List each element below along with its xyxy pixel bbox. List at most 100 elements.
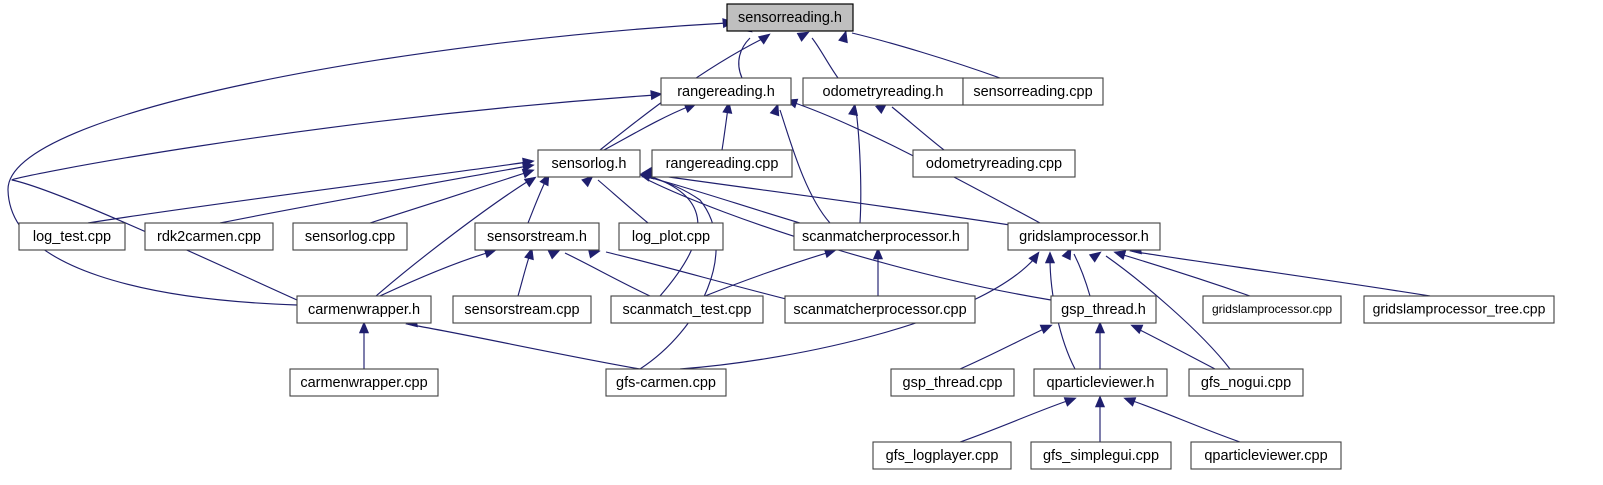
node-box-root[interactable] (726, 3, 854, 32)
node-label: sensorstream.h (487, 229, 587, 245)
node-box[interactable] (962, 77, 1104, 106)
edge-line (779, 109, 831, 224)
edge-arrowhead (1130, 324, 1144, 335)
node-label: carmenwrapper.h (308, 302, 420, 318)
graph-node-scanmatcherprocessor_cpp[interactable]: scanmatcherprocessor.cpp (784, 295, 976, 324)
graph-nodes-layer: sensorreading.h rangereading.h odometryrea… (18, 3, 1555, 470)
node-box[interactable] (1007, 222, 1161, 251)
node-box[interactable] (651, 149, 793, 178)
graph-node-gridslamprocessor_cpp[interactable]: gridslamprocessor.cpp (1202, 295, 1342, 324)
edge-gsp_thread_cpp-to-gsp_thread_h (959, 324, 1053, 370)
graph-node-gfs_logplayer_cpp[interactable]: gfs_logplayer.cpp (872, 441, 1012, 470)
graph-node-sensorlog_cpp[interactable]: sensorlog.cpp (292, 222, 408, 251)
edge-gfs_carmen_cpp-to-carmenwrapper_h (405, 317, 641, 370)
edge-line (1119, 253, 1251, 297)
edge-arrowhead (1028, 251, 1040, 265)
node-box[interactable] (660, 77, 792, 106)
edge-gfs_logplayer_cpp-to-qparticleviewer_h (959, 397, 1077, 443)
edge-gsp_thread_h-to-gridslamprocessor_h (1061, 247, 1091, 297)
node-box[interactable] (18, 222, 126, 251)
edge-arrowhead (524, 247, 534, 261)
node-box[interactable] (1188, 368, 1304, 397)
edge-line (959, 327, 1047, 370)
graph-node-gfs_nogui_cpp[interactable]: gfs_nogui.cpp (1188, 368, 1304, 397)
graph-node-gridslamprocessor_h[interactable]: gridslamprocessor.h (1007, 222, 1161, 251)
node-box[interactable] (890, 368, 1015, 397)
graph-node-odometryreading_h[interactable]: odometryreading.h (802, 77, 964, 106)
edge-line (87, 161, 529, 224)
node-box[interactable] (872, 441, 1012, 470)
node-box[interactable] (296, 295, 432, 324)
graph-node-gfs_carmen_cpp[interactable]: gfs-carmen.cpp (605, 368, 727, 397)
graph-node-gfs_simplegui_cpp[interactable]: gfs_simplegui.cpp (1030, 441, 1172, 470)
edge-carmenwrapper_h-to-sensorstream_h (379, 248, 497, 297)
node-box[interactable] (912, 149, 1076, 178)
node-box[interactable] (1363, 295, 1555, 324)
edge-arrowhead (796, 31, 810, 42)
graph-node-odometryreading_cpp[interactable]: odometryreading.cpp (912, 149, 1076, 178)
graph-node-sensorlog_h[interactable]: sensorlog.h (537, 149, 641, 178)
node-box[interactable] (289, 368, 439, 397)
edge-line (564, 252, 651, 297)
graph-node-qparticleviewer_cpp[interactable]: qparticleviewer.cpp (1190, 441, 1342, 470)
edge-line (219, 165, 529, 224)
node-box[interactable] (537, 149, 641, 178)
node-box[interactable] (1190, 441, 1342, 470)
node-box[interactable] (618, 222, 724, 251)
graph-node-carmenwrapper_h[interactable]: carmenwrapper.h (296, 295, 432, 324)
graph-node-rdk2carmen_cpp[interactable]: rdk2carmen.cpp (144, 222, 274, 251)
graph-node-sensorreading_h[interactable]: sensorreading.h (726, 3, 854, 32)
graph-node-gsp_thread_h[interactable]: gsp_thread.h (1050, 295, 1157, 324)
edge-arrowhead (872, 247, 884, 260)
edge-line (605, 251, 791, 301)
edge-rangereading_cpp-to-rangereading_h (721, 101, 733, 151)
graph-node-carmenwrapper_cpp[interactable]: carmenwrapper.cpp (289, 368, 439, 397)
graph-edges-layer (7, 18, 1431, 443)
edge-log_test_cpp-to-sensorlog_h (87, 157, 535, 224)
edge-line (1129, 399, 1241, 443)
graph-node-scanmatch_test_cpp[interactable]: scanmatch_test.cpp (610, 295, 764, 324)
edge-arrowhead (1094, 321, 1106, 334)
node-box[interactable] (802, 77, 964, 106)
graph-node-sensorstream_h[interactable]: sensorstream.h (474, 222, 600, 251)
edge-scanmatcherprocessor_cpp-to-scanmatcherprocessor_h (872, 247, 884, 296)
edge-carmenwrapper_h-to-sensorlog_h (375, 176, 537, 297)
edge-line (738, 37, 751, 79)
node-label: gridslamprocessor.cpp (1212, 302, 1332, 316)
node-box[interactable] (452, 295, 592, 324)
edge-line (379, 251, 491, 297)
node-box[interactable] (793, 222, 969, 251)
node-box[interactable] (610, 295, 764, 324)
graph-node-sensorreading_cpp[interactable]: sensorreading.cpp (962, 77, 1104, 106)
node-box[interactable] (144, 222, 274, 251)
edge-gridslamprocessor_cpp-to-gridslamprocessor_h (1113, 250, 1251, 297)
node-box[interactable] (605, 368, 727, 397)
graph-node-log_plot_cpp[interactable]: log_plot.cpp (618, 222, 724, 251)
graph-node-log_test_cpp[interactable]: log_test.cpp (18, 222, 126, 251)
node-box[interactable] (1033, 368, 1168, 397)
graph-node-scanmatcherprocessor_h[interactable]: scanmatcherprocessor.h (793, 222, 969, 251)
edge-gfs_simplegui_cpp-to-qparticleviewer_h (1094, 395, 1106, 443)
edge-arrowhead (848, 103, 859, 116)
graph-node-qparticleviewer_h[interactable]: qparticleviewer.h (1033, 368, 1168, 397)
graph-node-gsp_thread_cpp[interactable]: gsp_thread.cpp (890, 368, 1015, 397)
edge-line (721, 107, 729, 151)
edge-scanmatcherprocessor_h-to-sensorlog_h (641, 169, 801, 224)
node-box[interactable] (1050, 295, 1157, 324)
graph-node-rangereading_h[interactable]: rangereading.h (660, 77, 792, 106)
graph-node-sensorstream_cpp[interactable]: sensorstream.cpp (452, 295, 592, 324)
node-box[interactable] (784, 295, 976, 324)
graph-node-gridslamprocessor_tree_cpp[interactable]: gridslamprocessor_tree.cpp (1363, 295, 1555, 324)
node-label: sensorreading.h (738, 10, 842, 26)
graph-node-rangereading_cpp[interactable]: rangereading.cpp (651, 149, 793, 178)
edge-line (791, 101, 1041, 224)
node-box[interactable] (292, 222, 408, 251)
edge-gfs_nogui_cpp-to-gsp_thread_h (1130, 324, 1216, 370)
edge-arrowhead (757, 33, 771, 45)
node-box[interactable] (474, 222, 600, 251)
node-box[interactable] (1202, 295, 1342, 324)
node-box[interactable] (1030, 441, 1172, 470)
edge-arrowhead (650, 90, 663, 101)
edge-rdk2carmen_cpp-to-sensorlog_h (219, 162, 535, 224)
node-label: sensorlog.cpp (305, 229, 395, 245)
